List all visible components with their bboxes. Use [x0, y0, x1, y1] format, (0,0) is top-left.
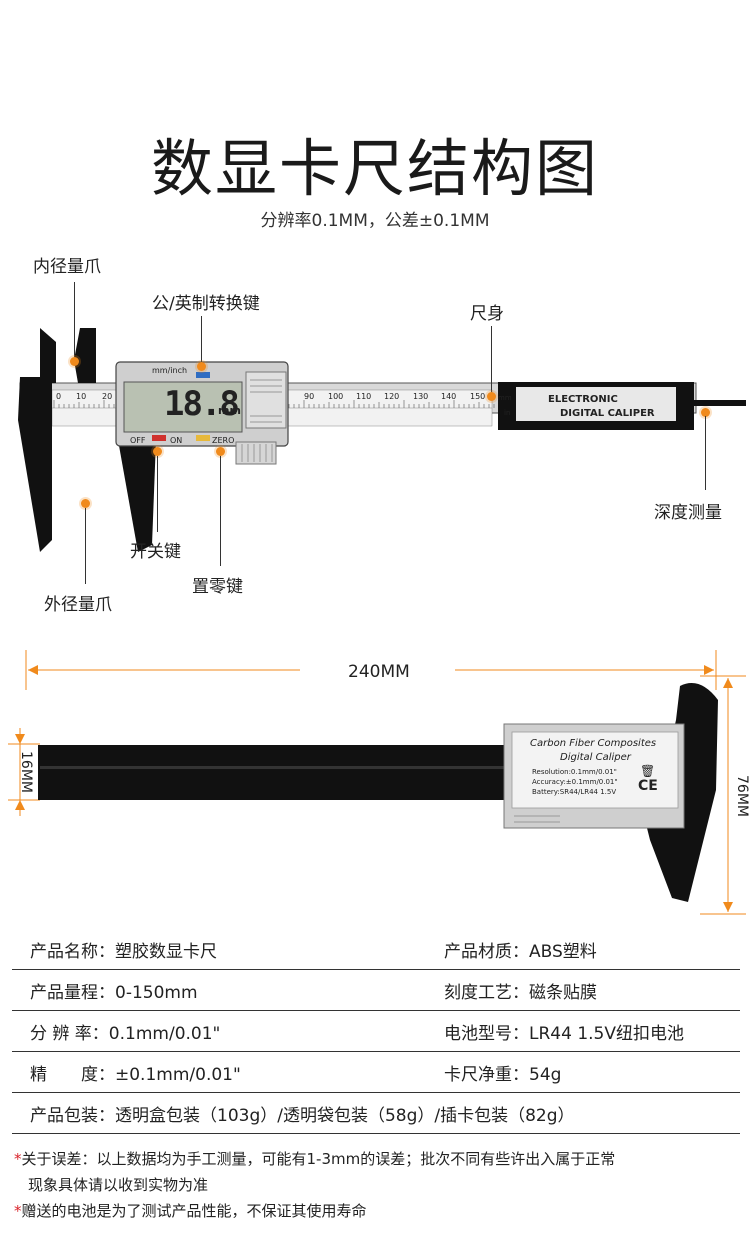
scale-number: 110 — [356, 392, 372, 401]
brand-line2: DIGITAL CALIPER — [560, 408, 655, 419]
power-button — [152, 435, 166, 441]
thickness-dimension: 16MM — [18, 751, 34, 793]
line-zero — [220, 456, 221, 566]
scale-number: 20 — [102, 392, 113, 401]
label-zero: 置零键 — [192, 577, 243, 597]
display-reading: 18.8 — [164, 384, 240, 424]
zero-label: ZERO — [212, 436, 235, 445]
dot-zero — [216, 447, 225, 456]
spec-right: 电池型号：LR44 1.5V纽扣电池 — [444, 1024, 684, 1044]
brand-line1: ELECTRONIC — [548, 394, 618, 405]
dot-outer-jaw — [81, 499, 90, 508]
product-label-line3: Resolution:0.1mm/0.01" — [532, 768, 617, 776]
unit-button-label: mm/inch — [152, 366, 188, 375]
spec-right: 卡尺净重：54g — [444, 1065, 562, 1085]
spec-right: 刻度工艺：磁条贴膜 — [444, 983, 597, 1003]
spec-table: 产品名称：塑胶数显卡尺 产品材质：ABS塑料产品量程：0-150mm 刻度工艺：磁条… — [12, 928, 740, 1134]
line-outer-jaw — [85, 508, 86, 584]
on-label: ON — [170, 436, 183, 445]
spec-row: 精 度：±0.1mm/0.01" 卡尺净重：54g — [12, 1052, 740, 1093]
spec-row: 产品包装：透明盒包装（103g）/透明袋包装（58g）/插卡包装（82g） — [12, 1093, 740, 1134]
line-power — [157, 456, 158, 532]
dot-power — [153, 447, 162, 456]
length-dimension: 240MM — [348, 662, 410, 682]
dot-unit-switch — [197, 362, 206, 371]
label-depth: 深度测量 — [654, 503, 722, 523]
note-star: * — [14, 1202, 22, 1220]
line-body — [491, 326, 492, 396]
spec-row: 产品量程：0-150mm 刻度工艺：磁条贴膜 — [12, 970, 740, 1011]
note-line3: *赠送的电池是为了测试产品性能，不保证其使用寿命 — [14, 1202, 367, 1220]
spec-left: 产品量程：0-150mm — [30, 983, 198, 1003]
thumb-wheel — [245, 371, 287, 429]
label-inner-jaw: 内径量爪 — [33, 257, 101, 277]
line-depth — [705, 416, 706, 490]
note-line1: *关于误差：以上数据均为手工测量，可能有1-3mm的误差；批次不同有些许出入属于… — [14, 1150, 616, 1168]
product-label-line1: Carbon Fiber Composites — [530, 738, 657, 749]
height-dimension: 76MM — [734, 775, 750, 817]
outer-jaw-fixed — [18, 377, 52, 552]
label-power: 开关键 — [130, 542, 181, 562]
notes: *关于误差：以上数据均为手工测量，可能有1-3mm的误差；批次不同有些许出入属于… — [14, 1146, 740, 1224]
dot-body — [487, 392, 496, 401]
spec-right: 产品材质：ABS塑料 — [444, 942, 597, 962]
scale-number: 90 — [304, 392, 315, 401]
off-label: OFF — [130, 436, 146, 445]
display-unit: mm — [218, 404, 241, 417]
dot-depth — [701, 408, 710, 417]
scale-number: 10 — [76, 392, 87, 401]
note-line2: 现象具体请以收到实物为准 — [28, 1176, 209, 1194]
recycle-bin-icon: 🗑 — [640, 764, 656, 778]
scale-mm-label: mm — [498, 394, 512, 402]
label-outer-jaw: 外径量爪 — [44, 595, 112, 615]
side-beam — [38, 745, 508, 800]
ce-mark: CE — [638, 778, 658, 794]
page-subtitle: 分辨率0.1MM，公差±0.1MM — [260, 211, 490, 231]
caliper-structure-diagram — [18, 328, 746, 552]
spec-row: 产品名称：塑胶数显卡尺 产品材质：ABS塑料 — [12, 928, 740, 970]
note-star: * — [14, 1150, 22, 1168]
unit-switch-button — [196, 372, 210, 378]
product-label-line5: Battery:SR44/LR44 1.5V — [532, 788, 617, 796]
product-label-line4: Accuracy:±0.1mm/0.01" — [532, 778, 618, 786]
spec-left: 产品名称：塑胶数显卡尺 — [30, 942, 217, 962]
line-inner-jaw — [74, 282, 75, 362]
spec-left: 精 度：±0.1mm/0.01" — [30, 1065, 241, 1085]
scale-number: 140 — [441, 392, 457, 401]
label-body: 尺身 — [470, 304, 504, 324]
spec-left: 产品包装：透明盒包装（103g）/透明袋包装（58g）/插卡包装（82g） — [30, 1106, 575, 1126]
dot-inner-jaw — [70, 357, 79, 366]
spec-left: 分 辨 率：0.1mm/0.01" — [30, 1024, 221, 1044]
scale-number: 120 — [384, 392, 400, 401]
scale-number: 0 — [56, 392, 62, 401]
inner-jaw-moving — [74, 328, 96, 383]
scale-number: 150 — [470, 392, 486, 401]
dimension-diagram — [8, 650, 746, 915]
scale-in-label: in — [504, 409, 511, 417]
depth-rod — [692, 400, 746, 406]
inner-jaw-fixed — [40, 328, 56, 383]
outer-jaw-moving — [118, 440, 156, 552]
page-title: 数显卡尺结构图 — [150, 132, 599, 205]
line-unit-switch — [201, 316, 202, 366]
zero-button — [196, 435, 210, 441]
scale-number: 130 — [413, 392, 429, 401]
spec-row: 分 辨 率：0.1mm/0.01" 电池型号：LR44 1.5V纽扣电池 — [12, 1011, 740, 1052]
label-unit-switch: 公/英制转换键 — [152, 294, 260, 314]
product-label-line2: Digital Caliper — [560, 752, 631, 763]
scale-number: 100 — [328, 392, 344, 401]
